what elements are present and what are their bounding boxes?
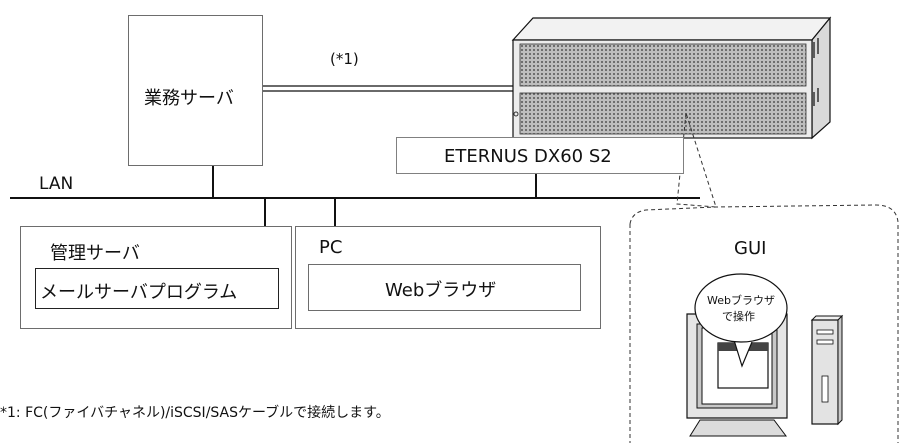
lan-label: LAN [39,174,74,194]
mgmt-server-label: 管理サーバ [50,243,140,264]
pc-box: PC Webブラウザ [295,226,601,329]
pc-label: PC [319,237,343,258]
bubble-text-line1: Webブラウザ [707,294,775,307]
business-server-label: 業務サーバ [144,88,234,109]
business-server-box: 業務サーバ [128,15,263,166]
storage-device [511,16,832,140]
gui-panel-border [629,204,899,443]
web-browser-box: Webブラウザ [308,264,581,311]
bubble-text-line2: で操作 [722,310,755,323]
footnote: *1: FC(ファイバチャネル)/iSCSI/SASケーブルで接続します。 [0,405,390,421]
web-browser-label: Webブラウザ [385,280,497,301]
speech-bubble [694,273,788,368]
mail-server-program-label: メールサーバプログラム [40,282,238,303]
mgmt-server-box: 管理サーバ メールサーバプログラム [20,226,292,329]
storage-label: ETERNUS DX60 S2 [444,146,612,167]
storage-label-box: ETERNUS DX60 S2 [396,137,684,174]
connection-note-label: (*1) [330,50,359,68]
mail-server-program-box: メールサーバプログラム [35,268,279,309]
gui-label: GUI [734,238,767,259]
computer-tower-icon [810,314,844,426]
